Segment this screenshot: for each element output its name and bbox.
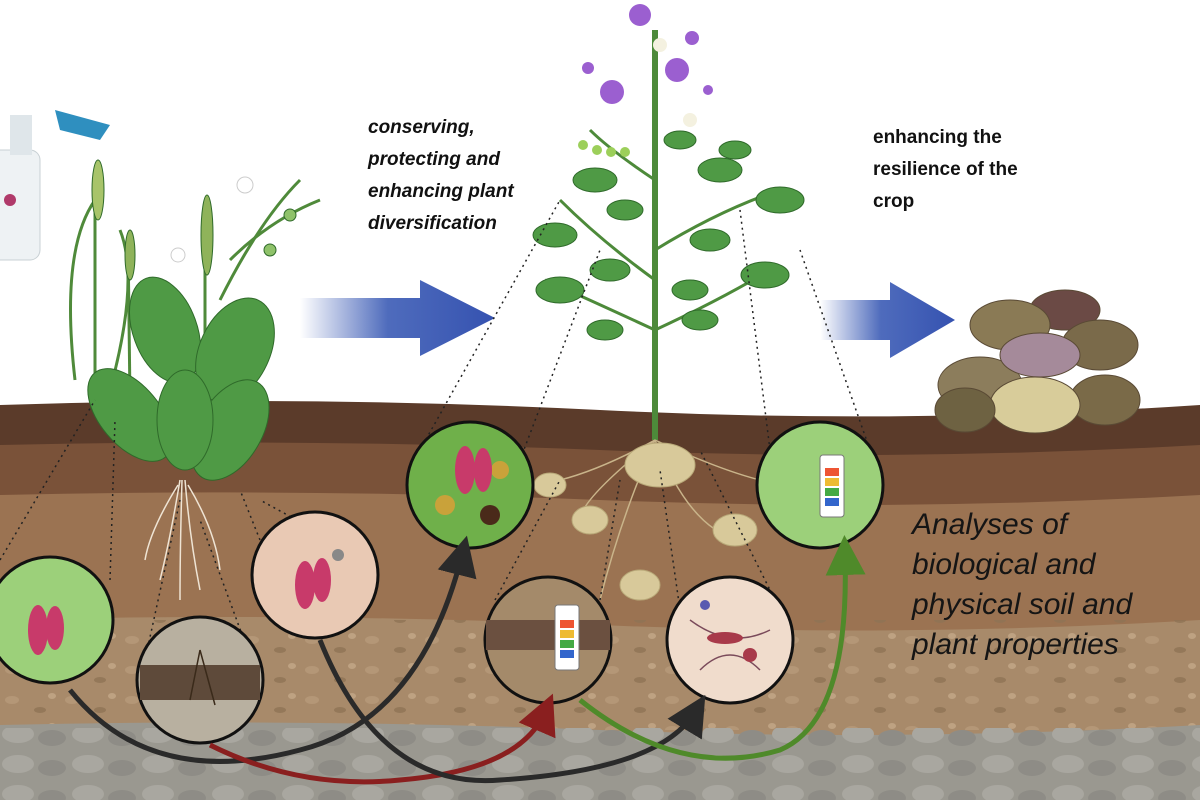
arrow-to-harvest [820, 282, 955, 358]
diversification-label: conserving, protecting and enhancing pla… [368, 112, 568, 240]
arrow-green [578, 535, 866, 761]
plantain-leaves [87, 159, 297, 481]
root-pathogen-view [250, 510, 380, 640]
leaf-test-view [755, 420, 885, 550]
magnified-views [0, 420, 885, 745]
analysis-arrows [68, 535, 866, 785]
label-line: conserving, [368, 117, 475, 138]
label-line: protecting and [368, 149, 500, 170]
potato-flowers [582, 4, 713, 104]
label-line: resilience of the [873, 159, 1018, 180]
leaf-pathogen-view-1 [0, 555, 115, 685]
analyses-label: Analyses of biological and physical soil… [912, 505, 1200, 665]
leaf-disease-view [405, 420, 535, 550]
soil-profile-view-1 [135, 615, 265, 745]
label-line: crop [873, 191, 915, 212]
potato-plant [532, 4, 805, 601]
label-line: plant properties [912, 628, 1119, 661]
resilience-label: enhancing the resilience of the crop [873, 122, 1073, 218]
label-line: enhancing plant [368, 181, 514, 202]
arrow-dark-1 [68, 535, 477, 764]
zoom-guide-lines [0, 199, 871, 671]
label-line: Analyses of [912, 508, 1068, 541]
label-line: diversification [368, 213, 497, 234]
microbe-view [665, 575, 795, 705]
label-line: biological and [912, 548, 1096, 581]
label-line: enhancing the [873, 127, 1002, 148]
arrow-to-crop [300, 280, 495, 356]
weed-roots [144, 479, 221, 601]
harvested-potatoes [934, 289, 1141, 434]
label-line: physical soil and [912, 588, 1133, 621]
spray-bottle-icon [0, 110, 110, 261]
soil-test-view [483, 575, 613, 705]
arrow-red [208, 693, 556, 785]
